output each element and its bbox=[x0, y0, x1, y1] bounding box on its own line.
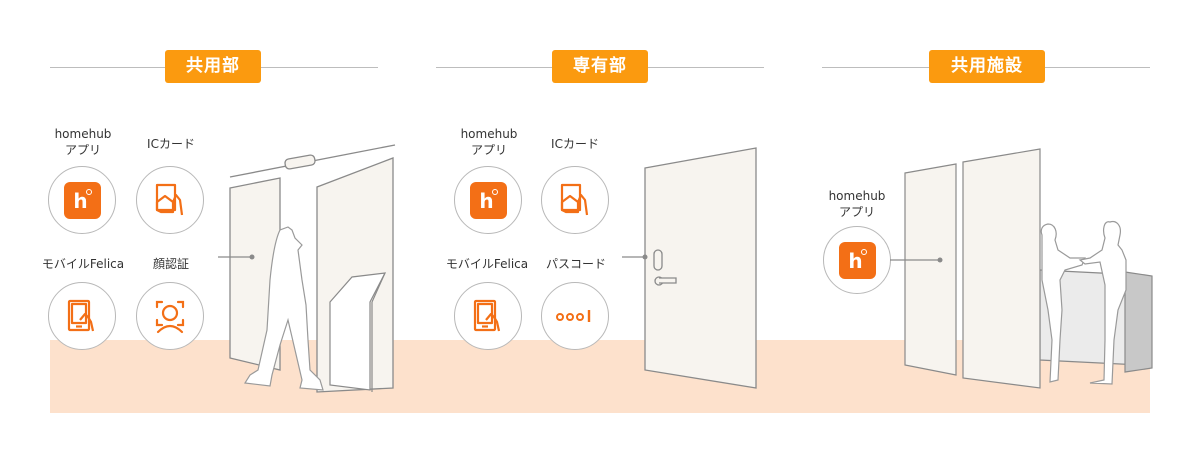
facility-doors-illustration bbox=[890, 148, 1153, 389]
ic-card-icon bbox=[560, 183, 589, 216]
homehub-app-method: h bbox=[823, 226, 891, 294]
unit-door-illustration bbox=[622, 147, 757, 389]
mobile-felica-icon bbox=[67, 299, 95, 332]
homehub-app-method: h bbox=[454, 166, 522, 234]
homehub-app-icon: h bbox=[469, 181, 507, 219]
method-label-mobile-felica: モバイルFelica bbox=[445, 257, 529, 271]
face-recognition-method bbox=[136, 282, 204, 350]
homehub-app-icon: h bbox=[63, 181, 101, 219]
ic-card-icon bbox=[155, 183, 184, 216]
mobile-felica-icon bbox=[473, 299, 501, 332]
mobile-felica-method bbox=[454, 282, 522, 350]
entrance-auto-door-illustration bbox=[218, 144, 396, 393]
mobile-felica-method bbox=[48, 282, 116, 350]
passcode-method bbox=[541, 282, 609, 350]
method-label-face-recognition: 顔認証 bbox=[152, 257, 189, 271]
ic-card-method bbox=[136, 166, 204, 234]
method-label-homehub-app: homehub アプリ bbox=[54, 127, 112, 157]
method-label-passcode: パスコード bbox=[545, 257, 606, 271]
method-label-ic-card: ICカード bbox=[551, 137, 599, 151]
homehub-app-method: h bbox=[48, 166, 116, 234]
section-title-private: 専有部 bbox=[552, 50, 648, 83]
method-label-homehub-app: homehub アプリ bbox=[460, 127, 518, 157]
ic-card-method bbox=[541, 166, 609, 234]
section-title-common: 共用部 bbox=[165, 50, 261, 83]
method-label-ic-card: ICカード bbox=[147, 137, 195, 151]
homehub-app-icon: h bbox=[838, 241, 876, 279]
method-label-mobile-felica: モバイルFelica bbox=[41, 257, 125, 271]
passcode-icon bbox=[556, 310, 591, 322]
section-title-facility: 共用施設 bbox=[929, 50, 1045, 83]
face-recognition-icon bbox=[155, 300, 185, 334]
method-label-homehub-app: homehub アプリ bbox=[828, 189, 886, 219]
